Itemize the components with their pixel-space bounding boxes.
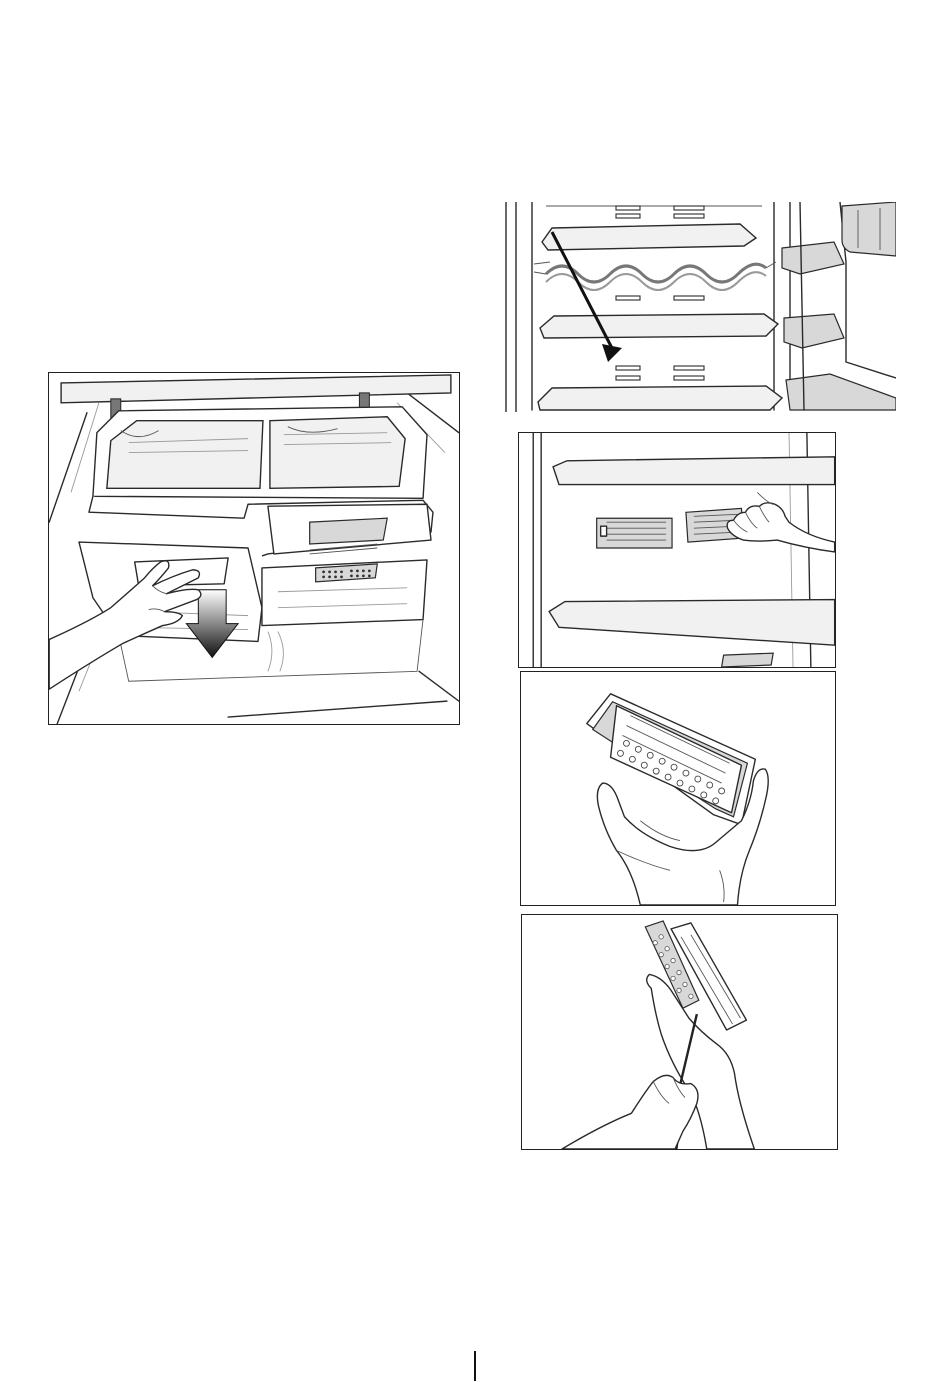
hand (727, 503, 834, 552)
door-shelf-1 (782, 242, 844, 274)
shelf-wine-rack-illustration (504, 202, 896, 412)
wine-rack (546, 264, 766, 282)
filter-opening-illustration (521, 914, 838, 1150)
filter-removal-illustration (518, 432, 836, 668)
drawer-handle-recess (310, 518, 388, 544)
shelf-2 (540, 314, 778, 338)
filter-removal-drawing (519, 433, 835, 667)
crisper-drawer-drawing (49, 373, 459, 724)
lower-shelf (549, 600, 835, 646)
filter-in-hand-illustration (520, 671, 836, 906)
filter-housing (597, 518, 672, 548)
door-shelf-2 (784, 314, 844, 348)
filter-opening-drawing (522, 915, 837, 1149)
upper-shelf (553, 457, 835, 485)
removal-arrow-head (602, 344, 622, 362)
door-bottle (842, 202, 896, 256)
shelf-1 (542, 224, 756, 250)
door-shelf-3 (786, 374, 896, 410)
shelf-3 (538, 386, 782, 410)
shelf-wine-rack-drawing (504, 202, 896, 412)
crisper-drawer-illustration (48, 372, 460, 725)
filter-in-hand-drawing (521, 672, 835, 905)
page-number-divider (474, 1351, 476, 1381)
